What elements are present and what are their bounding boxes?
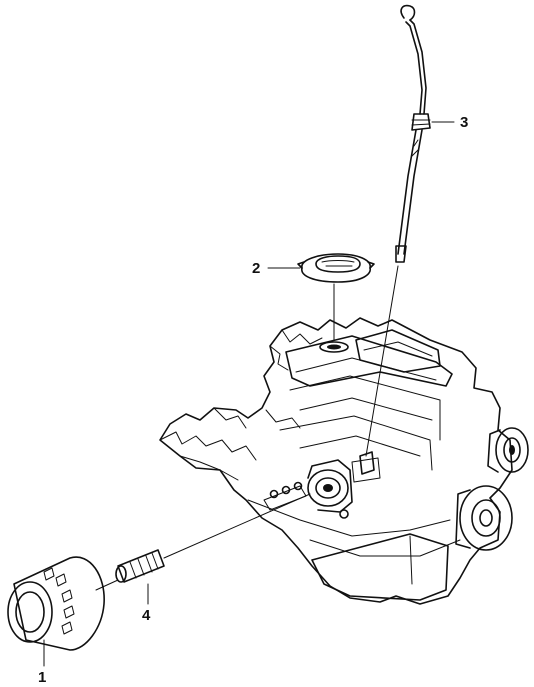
callout-label: 2 xyxy=(252,260,260,277)
callout-3: 3 xyxy=(431,114,468,131)
callout-label: 3 xyxy=(460,114,468,131)
dipstick xyxy=(365,4,431,457)
callout-4: 4 xyxy=(142,583,151,624)
callout-2: 2 xyxy=(252,260,301,277)
callout-label: 4 xyxy=(142,607,151,624)
oil-filler-cap xyxy=(297,253,375,341)
callout-label: 1 xyxy=(38,669,46,686)
oil-filter xyxy=(7,556,119,651)
filter-stud xyxy=(115,493,311,583)
callout-1: 1 xyxy=(38,639,46,686)
engine-block xyxy=(159,317,529,605)
